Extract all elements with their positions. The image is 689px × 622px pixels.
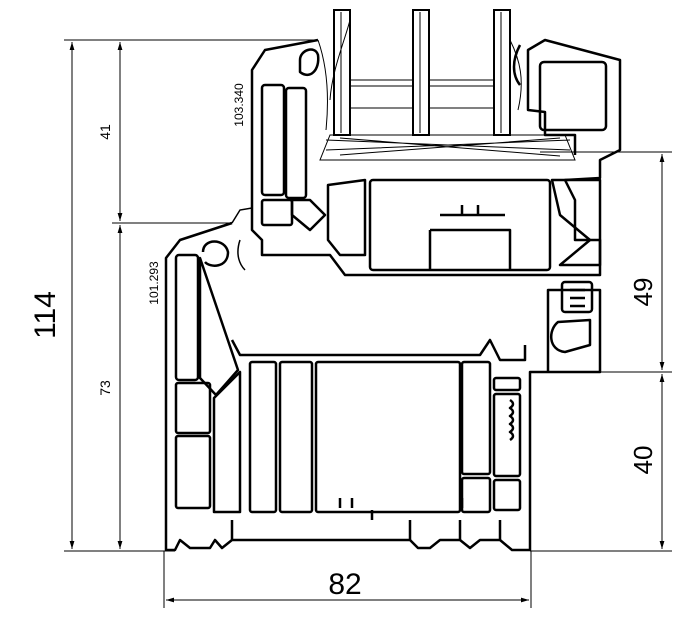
dim-40-label: 40 [628,446,658,475]
dim-73-label: 73 [97,380,113,396]
dim-114-label: 114 [29,291,62,339]
spacer-bars [350,79,494,109]
sash-frame-junction [231,207,253,271]
sash-profile [250,38,622,277]
frame-profile-code: 101.293 [147,261,161,305]
dim-82-label: 82 [328,568,361,601]
dim-49-label: 49 [628,278,658,307]
dimension-lines [64,39,672,608]
dim-41-label: 41 [97,124,113,140]
glazing-unit [317,9,576,161]
sash-profile-code: 103.340 [232,83,246,127]
frame-profile [164,221,602,552]
glazing-seal [317,19,576,161]
glass-panes [333,9,511,136]
